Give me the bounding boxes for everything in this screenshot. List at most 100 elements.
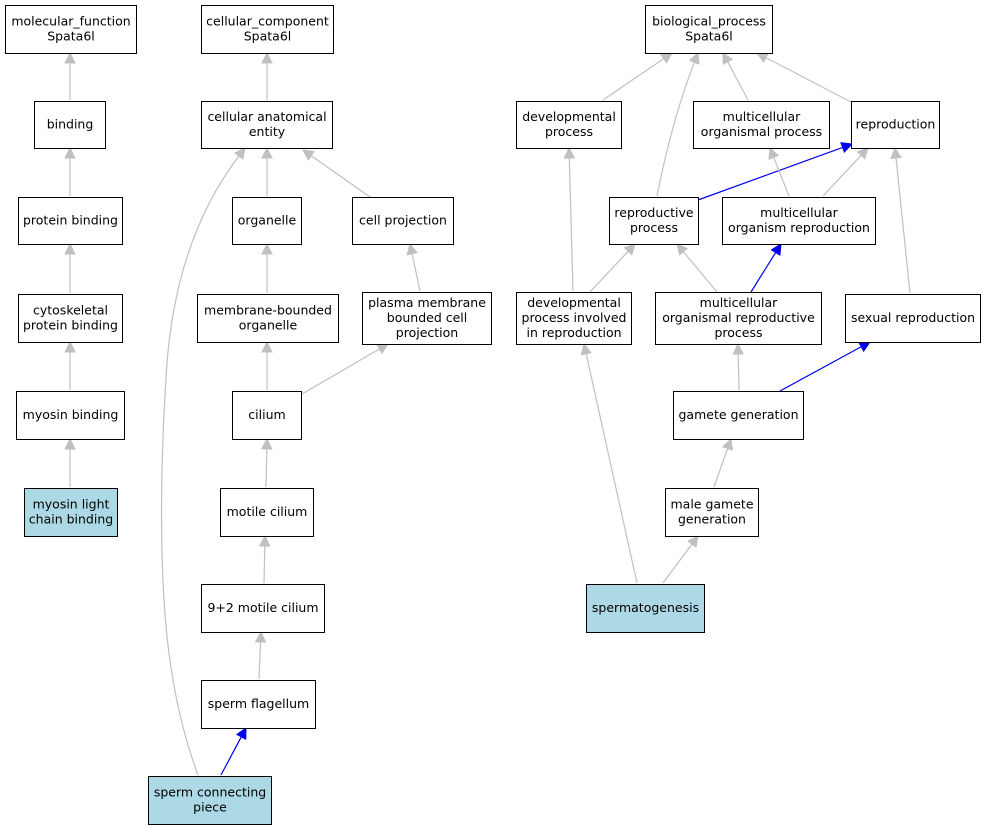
node-label-line: organelle xyxy=(239,318,298,333)
edge-mbo-to-organelle-arrowhead xyxy=(261,242,273,255)
edge-protein_binding-to-binding xyxy=(64,146,76,196)
edge-mlc_binding-to-myosin_binding xyxy=(64,437,76,487)
edge-dpir-to-dev_process-line xyxy=(568,157,574,292)
node-binding[interactable]: binding xyxy=(34,101,106,149)
node-sexual-repro[interactable]: sexual reproduction xyxy=(845,294,981,343)
node-box xyxy=(352,197,454,245)
node-label-line: process xyxy=(545,124,593,139)
edge-mop-to-bp-arrowhead xyxy=(722,52,734,65)
node-label-line: protein binding xyxy=(23,213,118,228)
edge-morp-to-mor xyxy=(750,243,782,293)
edge-scp-to-sperm_flagellum-arrowhead xyxy=(235,727,247,740)
node-label-line: cilium xyxy=(248,407,285,422)
edge-morp-to-repro_process-line xyxy=(682,251,718,293)
edge-spermatogenesis-to-dpir-line xyxy=(585,353,638,584)
edge-repro_process-to-bp xyxy=(656,51,700,197)
node-box xyxy=(655,292,822,345)
edge-cyto_binding-to-protein_binding-arrowhead xyxy=(64,242,76,255)
edge-scp-to-sperm_flagellum xyxy=(220,727,247,776)
node-box xyxy=(201,680,316,729)
edge-dpir-to-dev_process xyxy=(563,146,576,292)
edge-spermatogenesis-to-male_gamete_gen-arrowhead xyxy=(687,535,699,548)
node-organelle[interactable]: organelle xyxy=(232,197,302,245)
edge-mor-to-mop-arrowhead xyxy=(768,146,780,160)
edge-dev_process-to-bp xyxy=(602,52,673,101)
node-label-line: cell projection xyxy=(359,213,447,228)
node-box xyxy=(232,197,302,245)
edge-cell_projection-to-cae xyxy=(302,149,371,198)
node-label-line: generation xyxy=(678,512,746,527)
node-label-line: spermatogenesis xyxy=(592,600,699,615)
node-label-line: organelle xyxy=(238,213,297,228)
edge-motile_cilium-to-cilium xyxy=(260,437,273,488)
node-cell-projection[interactable]: cell projection xyxy=(352,197,454,245)
node-label-line: bounded cell xyxy=(387,310,467,325)
edge-motile_cilium-to-cilium-arrowhead xyxy=(260,437,273,450)
edge-cae-to-cc-arrowhead xyxy=(261,51,273,64)
edge-mor-to-reproduction xyxy=(822,147,869,197)
edge-sexual_repro-to-reproduction-line xyxy=(895,157,911,294)
edge-dpir-to-dev_process-arrowhead xyxy=(563,146,576,159)
node-gamete-gen[interactable]: gamete generation xyxy=(673,391,804,440)
node-label-line: biological_process xyxy=(652,14,766,29)
edge-mor-to-reproduction-line xyxy=(822,154,862,197)
edge-m92-to-motile_cilium xyxy=(258,534,271,584)
node-box xyxy=(851,101,940,149)
edge-scp-to-cae-arrowhead xyxy=(234,147,246,160)
edge-cilium-to-pmbcp xyxy=(301,343,389,395)
node-box xyxy=(845,294,981,343)
node-label-line: plasma membrane xyxy=(368,295,486,310)
node-box xyxy=(24,488,118,537)
edge-motile_cilium-to-cilium-line xyxy=(265,448,268,488)
node-cilium[interactable]: cilium xyxy=(232,391,302,440)
node-label-line: piece xyxy=(193,800,227,815)
node-spermatogenesis[interactable]: spermatogenesis xyxy=(586,584,705,633)
edge-cilium-to-pmbcp-line xyxy=(301,348,380,395)
node-protein-binding[interactable]: protein binding xyxy=(18,197,123,245)
edge-mor-to-mop-line xyxy=(773,157,790,197)
node-myosin-binding[interactable]: myosin binding xyxy=(16,391,125,440)
edge-repro_process-to-reproduction-line xyxy=(697,146,843,201)
edge-scp-to-cae-line xyxy=(160,155,240,776)
edge-cilium-to-mbo xyxy=(261,340,273,390)
node-label-line: cellular_component xyxy=(206,14,329,29)
edge-scp-to-sperm_flagellum-line xyxy=(220,736,242,776)
node-label-line: binding xyxy=(47,117,94,132)
node-reproduction[interactable]: reproduction xyxy=(851,101,940,149)
node-sperm-flagellum[interactable]: sperm flagellum xyxy=(201,680,316,729)
node-label-line: process xyxy=(714,325,762,340)
edge-cilium-to-mbo-arrowhead xyxy=(261,340,273,353)
edge-cell_projection-to-cae-line xyxy=(310,155,371,198)
edge-mor-to-reproduction-arrowhead xyxy=(856,147,869,160)
node-box xyxy=(609,197,699,245)
edge-dpir-to-repro_process-line xyxy=(589,250,629,293)
node-motile-cilium[interactable]: motile cilium xyxy=(220,488,314,537)
node-box xyxy=(516,292,632,345)
node-box xyxy=(18,294,123,343)
edge-male_gamete_gen-to-gamete_gen-arrowhead xyxy=(722,437,733,451)
edge-male_gamete_gen-to-gamete_gen-line xyxy=(713,448,729,488)
edge-spermatogenesis-to-male_gamete_gen xyxy=(662,535,699,584)
node-box xyxy=(220,488,314,537)
node-label-line: myosin binding xyxy=(23,407,119,422)
edge-mor-to-mop xyxy=(768,146,790,197)
node-box xyxy=(5,5,137,54)
node-m92[interactable]: 9+2 motile cilium xyxy=(201,584,325,633)
